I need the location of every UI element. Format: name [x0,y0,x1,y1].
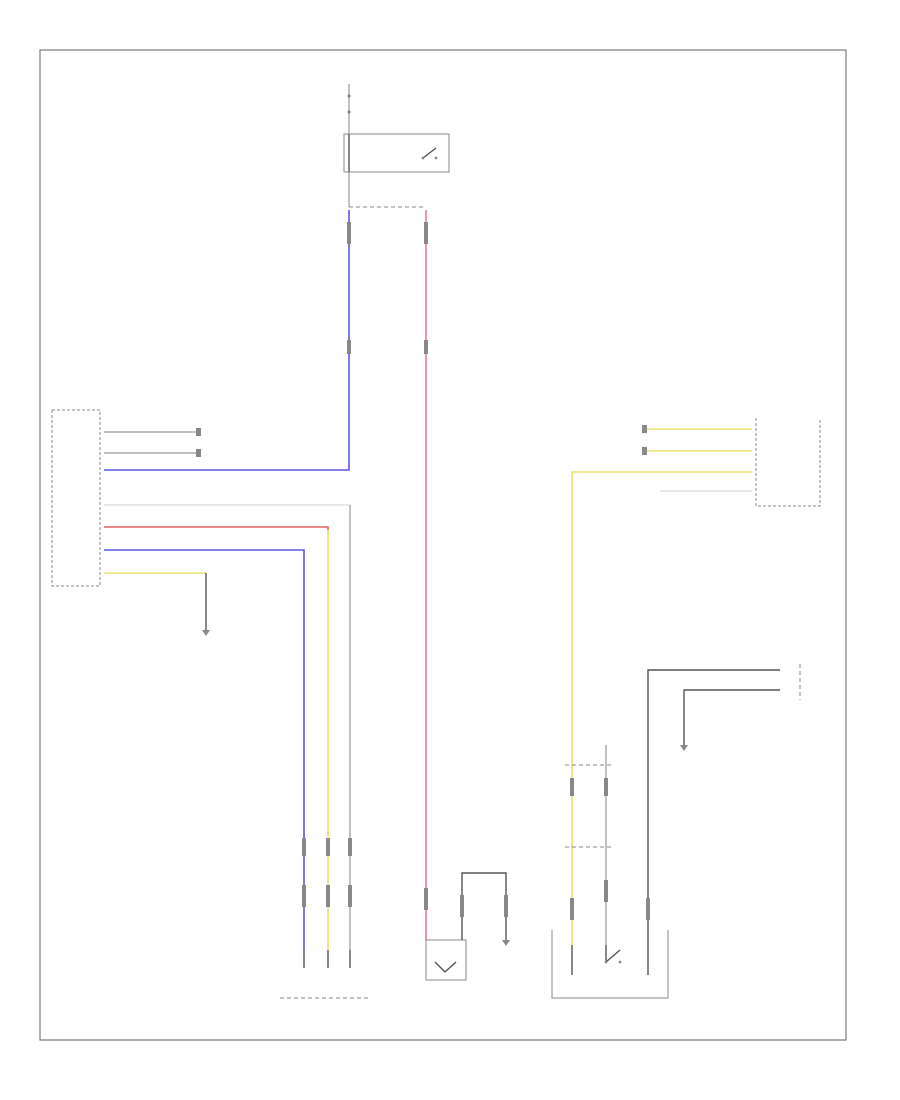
blue-wire-connector-1 [347,222,351,244]
yr-connector-1 [570,778,574,796]
fuel-door-release-switch [343,133,450,173]
bottom-center-ground-wire [461,872,507,940]
body-control-module [51,409,101,587]
fuse-symbol [347,84,351,134]
pink-wire-connector-2 [424,340,428,354]
red-wire [104,526,329,530]
module-stub-wires [104,428,201,457]
left-ground-symbol [202,630,210,636]
yr-connector-2 [570,898,574,920]
bc-ground-connector-1 [460,895,464,917]
instrument-panel-switch-assembly [551,930,669,999]
yellow-wire-connector-2 [326,885,330,907]
diagram-frame [39,49,847,1041]
front-controls-interface-module [755,418,821,507]
pink-wire-connector-3 [424,888,428,910]
gr-connector-1 [604,778,608,796]
blue-pin6-connector-1 [302,838,306,856]
bc-ground-connector-2 [504,895,508,917]
bottom-center-ground-symbol [502,940,510,946]
right-ground-symbol [680,745,688,751]
blue-wire-connector-2 [347,340,351,354]
dark-wire-right [647,669,780,945]
rear-gate-release-switch [425,939,467,981]
blue-pin6-connector-2 [302,885,306,907]
right-module-stub-wires [642,425,752,492]
pink-wire-connector-1 [424,222,428,244]
ground-branch-wire [683,689,780,745]
yellow-wire-connector-1 [326,838,330,856]
blue-wire-main [104,210,350,471]
gray-bl-connector-1 [348,838,352,856]
fuel-door-actuator [280,950,370,999]
gray-bl-connector-2 [348,885,352,907]
dr-connector-1 [646,898,650,920]
yellow-wire-right [571,471,752,945]
blue-wire-pin6 [104,549,305,950]
gr-connector-2 [604,880,608,902]
